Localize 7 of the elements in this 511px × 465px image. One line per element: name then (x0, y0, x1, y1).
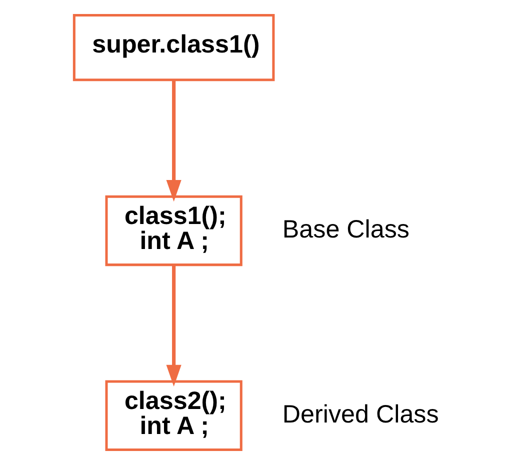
node-box: super.class1() (72, 14, 275, 82)
arrow (166, 80, 182, 202)
node-box: class2(); int A ; (105, 380, 242, 451)
arrow (166, 264, 182, 386)
node-label: Base Class (282, 215, 410, 244)
node-box: class1(); int A ; (105, 195, 242, 266)
node-label: Derived Class (282, 400, 439, 428)
